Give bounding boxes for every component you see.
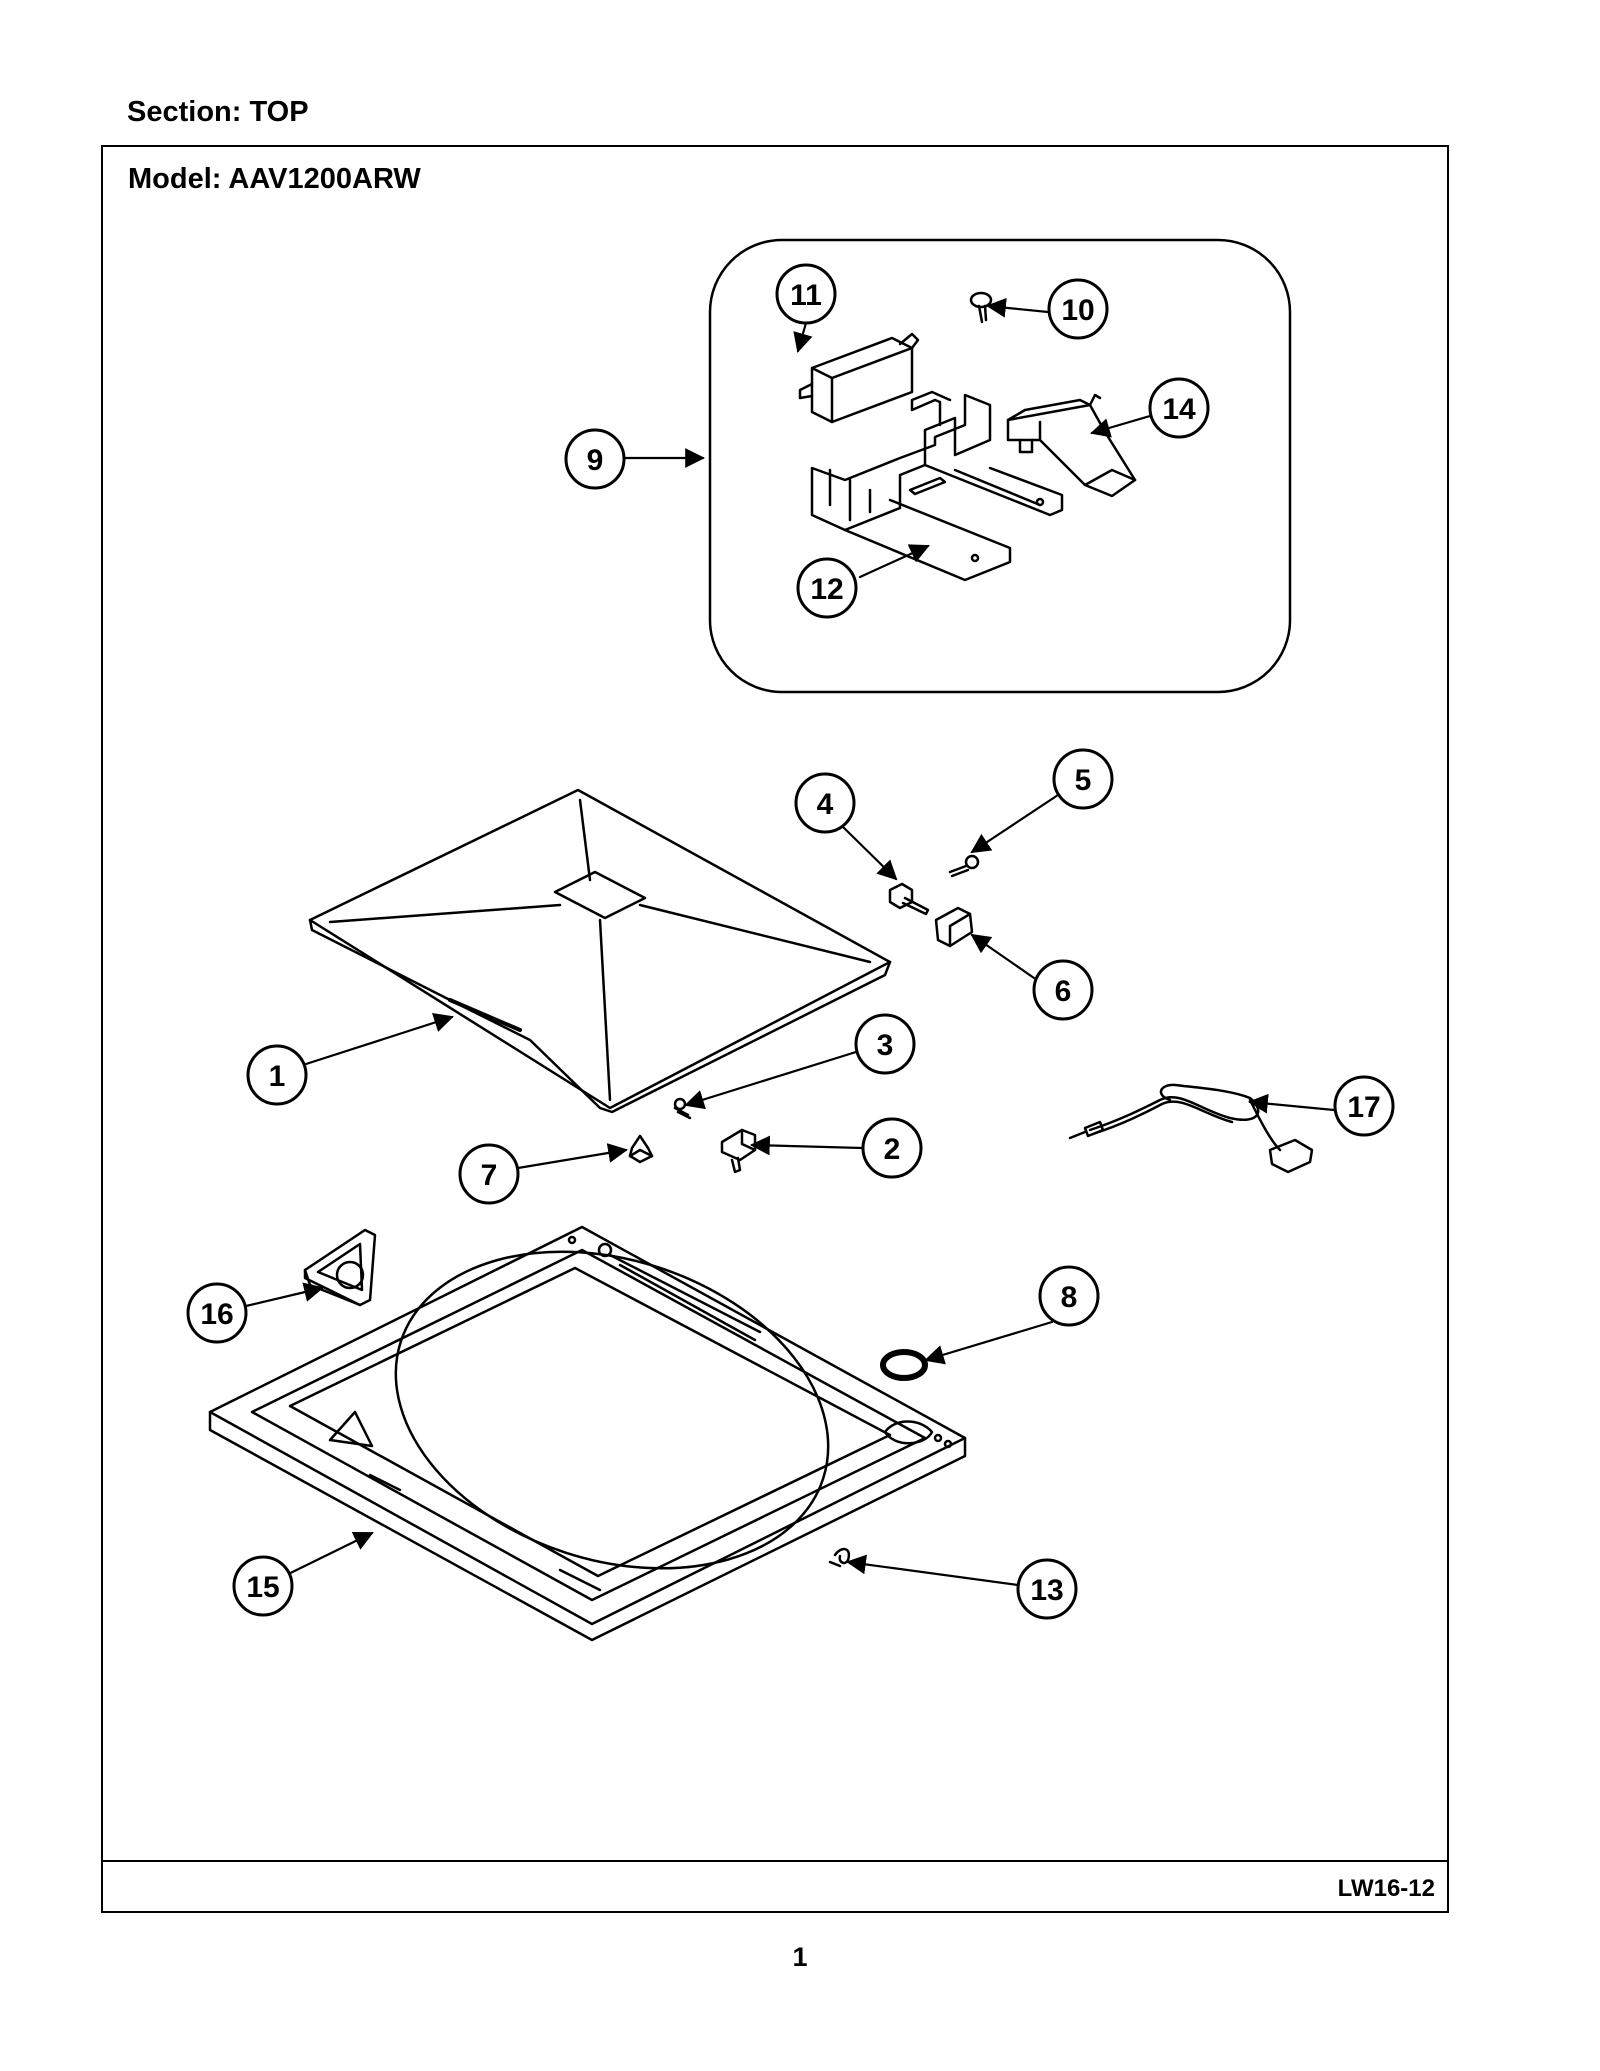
diagram-frame: Model: AAV1200ARW LW16-12 <box>101 145 1449 1913</box>
part-8-grommet <box>880 1349 928 1381</box>
callout-16: 16 <box>186 1282 248 1344</box>
part-14-actuator <box>1006 393 1137 498</box>
callouts: 1 2 3 4 5 6 7 8 <box>186 263 1395 1620</box>
callout-14: 14 <box>1148 377 1210 439</box>
svg-text:4: 4 <box>817 788 834 821</box>
svg-text:12: 12 <box>810 573 843 606</box>
section-title: Section: TOP <box>127 96 309 128</box>
svg-text:7: 7 <box>481 1159 498 1192</box>
part-15-top-panel <box>208 1225 967 1642</box>
callout-5: 5 <box>1052 748 1114 810</box>
callout-17: 17 <box>1333 1075 1395 1137</box>
svg-text:2: 2 <box>884 1133 901 1166</box>
part-5-screw <box>948 854 980 878</box>
page-number: 1 <box>792 1942 808 1972</box>
callout-6: 6 <box>1032 959 1094 1021</box>
svg-text:16: 16 <box>200 1298 233 1331</box>
part-10-screw <box>969 291 993 324</box>
svg-text:9: 9 <box>587 444 604 477</box>
callout-8: 8 <box>1038 1265 1100 1327</box>
part-12-bracket <box>810 390 1064 582</box>
svg-text:15: 15 <box>246 1571 279 1604</box>
callout-1: 1 <box>246 1044 308 1106</box>
part-16-dispenser <box>303 1228 377 1307</box>
part-4-hinge <box>888 882 930 916</box>
svg-text:3: 3 <box>877 1029 894 1062</box>
callout-9: 9 <box>564 428 626 490</box>
part-7-bumper <box>628 1134 654 1164</box>
part-13-clip <box>828 1547 851 1568</box>
svg-text:10: 10 <box>1061 294 1094 327</box>
model-title: Model: AAV1200ARW <box>128 163 421 195</box>
svg-text:5: 5 <box>1075 764 1092 797</box>
svg-text:14: 14 <box>1162 393 1196 426</box>
part-6-hinge-cap <box>934 906 974 948</box>
callout-10: 10 <box>1047 278 1109 340</box>
callout-7: 7 <box>458 1143 520 1205</box>
part-2-latch <box>720 1128 757 1174</box>
svg-text:1: 1 <box>269 1060 286 1093</box>
callout-4: 4 <box>794 772 856 834</box>
callout-15: 15 <box>232 1555 294 1617</box>
footer-divider <box>103 1860 1447 1862</box>
svg-text:6: 6 <box>1055 975 1072 1008</box>
part-11-switch-box <box>798 332 920 424</box>
svg-text:8: 8 <box>1061 1281 1078 1314</box>
inset-box <box>708 238 1292 694</box>
callout-13: 13 <box>1016 1558 1078 1620</box>
svg-text:11: 11 <box>790 279 822 312</box>
callout-12: 12 <box>796 557 858 619</box>
part-17-power-cord <box>1068 1083 1314 1174</box>
svg-text:17: 17 <box>1347 1091 1380 1124</box>
part-1-lid <box>308 788 892 1114</box>
callout-11: 11 <box>775 263 837 325</box>
callout-2: 2 <box>861 1117 923 1179</box>
svg-text:13: 13 <box>1030 1574 1063 1607</box>
document-code: LW16-12 <box>1337 1875 1435 1902</box>
callout-3: 3 <box>854 1013 916 1075</box>
leader-lines <box>244 297 1336 1587</box>
part-3-screw <box>673 1097 692 1120</box>
